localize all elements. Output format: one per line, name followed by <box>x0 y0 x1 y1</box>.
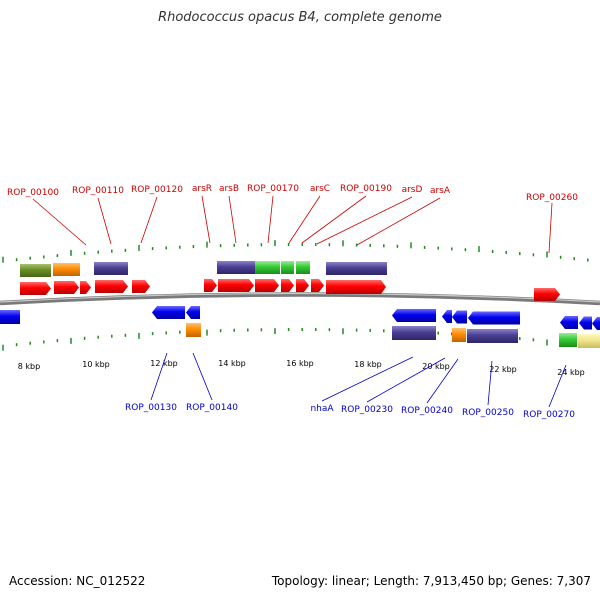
label-leader-line <box>321 356 414 402</box>
gene-label[interactable]: arsR <box>192 184 212 194</box>
forward-gene-arrows <box>20 279 560 301</box>
feature-box[interactable] <box>281 261 294 274</box>
gene-label[interactable]: ROP_00140 <box>186 403 238 413</box>
label-leader-line <box>192 352 213 401</box>
label-leader-line <box>32 198 87 246</box>
forward-feature-row <box>20 261 387 277</box>
label-leader-line <box>301 195 367 244</box>
tick-marks-top <box>2 240 589 263</box>
label-leader-line <box>267 195 274 244</box>
reverse-gene-arrow[interactable] <box>0 310 20 324</box>
gene-label[interactable]: ROP_00170 <box>247 184 299 194</box>
topology-text: Topology: linear; Length: 7,913,450 bp; … <box>271 574 591 588</box>
forward-gene-labels: ROP_00100 ROP_00110 ROP_00120 arsR arsB … <box>7 184 578 254</box>
gene-label[interactable]: ROP_00250 <box>462 408 514 418</box>
forward-gene-arrow[interactable] <box>204 279 217 292</box>
forward-gene-arrow[interactable] <box>20 282 51 295</box>
reverse-gene-arrow[interactable] <box>442 310 452 323</box>
feature-box[interactable] <box>53 263 80 276</box>
forward-gene-arrow[interactable] <box>281 279 294 292</box>
label-leader-line <box>150 352 168 401</box>
forward-gene-arrow[interactable] <box>311 279 324 292</box>
feature-box[interactable] <box>94 262 128 275</box>
label-leader-line <box>97 197 112 245</box>
genome-backbone <box>0 292 600 306</box>
gene-label[interactable]: arsC <box>310 184 330 194</box>
feature-box[interactable] <box>296 261 310 274</box>
forward-gene-arrow[interactable] <box>95 280 128 293</box>
forward-gene-arrow[interactable] <box>132 280 150 293</box>
forward-gene-arrow[interactable] <box>534 288 560 301</box>
feature-box[interactable] <box>452 328 466 342</box>
gene-label[interactable]: arsA <box>430 186 451 196</box>
ruler-label: 16 kbp <box>286 359 314 368</box>
forward-gene-arrow[interactable] <box>326 280 386 294</box>
ruler-label: 24 kbp <box>557 368 585 377</box>
gene-label[interactable]: nhaA <box>310 404 334 414</box>
reverse-gene-arrow[interactable] <box>592 317 600 330</box>
reverse-gene-arrow[interactable] <box>186 306 200 319</box>
forward-gene-arrow[interactable] <box>255 279 279 292</box>
ruler-label: 20 kbp <box>422 362 450 371</box>
ruler-label: 14 kbp <box>218 359 246 368</box>
gene-label[interactable]: ROP_00190 <box>340 184 392 194</box>
gene-label[interactable]: ROP_00110 <box>72 186 124 196</box>
forward-gene-arrow[interactable] <box>54 281 79 294</box>
forward-gene-arrow[interactable] <box>296 279 309 292</box>
label-leader-line <box>487 360 493 406</box>
label-leader-line <box>288 195 321 244</box>
feature-box[interactable] <box>255 261 280 274</box>
reverse-gene-labels: ROP_00130 ROP_00140 nhaA ROP_00230 ROP_0… <box>125 352 575 420</box>
feature-box[interactable] <box>392 326 436 340</box>
reverse-gene-arrows <box>0 306 600 330</box>
forward-gene-arrow[interactable] <box>80 281 91 294</box>
ruler-label: 18 kbp <box>354 360 382 369</box>
reverse-gene-arrow[interactable] <box>452 310 467 324</box>
accession-text: Accession: NC_012522 <box>9 574 146 588</box>
feature-box[interactable] <box>217 261 255 274</box>
ruler-label: 22 kbp <box>489 365 517 374</box>
feature-box[interactable] <box>559 333 577 347</box>
label-leader-line <box>356 197 441 246</box>
label-leader-line <box>366 357 446 403</box>
ruler-label: 8 kbp <box>18 362 40 371</box>
reverse-gene-arrow[interactable] <box>392 309 436 322</box>
label-leader-line <box>316 196 413 245</box>
feature-box[interactable] <box>186 323 201 337</box>
gene-label[interactable]: ROP_00100 <box>7 188 59 198</box>
feature-box[interactable] <box>467 329 518 343</box>
forward-gene-arrow[interactable] <box>218 279 254 292</box>
label-leader-line <box>140 196 158 244</box>
gene-label[interactable]: ROP_00260 <box>526 193 578 203</box>
feature-box[interactable] <box>20 264 51 277</box>
reverse-gene-arrow[interactable] <box>560 316 578 329</box>
label-leader-line <box>548 364 567 408</box>
map-title: Rhodococcus opacus B4, complete genome <box>158 10 442 25</box>
gene-label[interactable]: ROP_00270 <box>523 410 575 420</box>
gene-label[interactable]: ROP_00130 <box>125 403 177 413</box>
label-leader-line <box>426 358 459 404</box>
gene-label[interactable]: arsD <box>402 185 423 195</box>
gene-label[interactable]: ROP_00240 <box>401 406 453 416</box>
ruler-label: 12 kbp <box>150 359 178 368</box>
feature-box[interactable] <box>326 262 387 275</box>
reverse-gene-arrow[interactable] <box>152 306 185 319</box>
feature-box[interactable] <box>578 334 600 348</box>
gene-label[interactable]: ROP_00230 <box>341 405 393 415</box>
label-leader-line <box>548 202 553 254</box>
reverse-gene-arrow[interactable] <box>468 311 520 325</box>
reverse-gene-arrow[interactable] <box>579 316 592 330</box>
ruler-labels: 8 kbp 10 kbp 12 kbp 14 kbp 16 kbp 18 kbp… <box>18 359 585 377</box>
label-leader-line <box>228 195 237 244</box>
ruler-label: 10 kbp <box>82 360 110 369</box>
reverse-feature-row <box>186 323 600 348</box>
genome-backbone-highlight <box>0 292 600 303</box>
gene-label[interactable]: arsB <box>219 184 239 194</box>
label-leader-line <box>201 195 211 244</box>
gene-label[interactable]: ROP_00120 <box>131 185 183 195</box>
